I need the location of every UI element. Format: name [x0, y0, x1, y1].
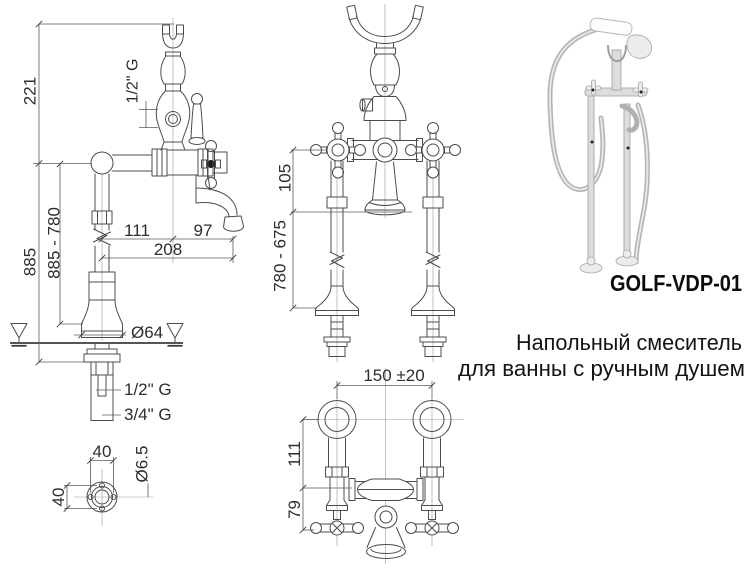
photo-spout [619, 103, 640, 133]
cross-handle [310, 520, 364, 536]
floor-level-icon [166, 323, 184, 347]
front-view-drawing: 105 780 - 675 [271, 4, 461, 362]
top-view-drawing: 150 ±20 [285, 366, 464, 564]
flange-detail-drawing: 40 40 Ø6.5 [49, 442, 153, 526]
dim-top-section-height: 221 [21, 77, 40, 105]
photo-handshower-head [626, 34, 653, 59]
dim-adjustable-height: 885 - 780 [45, 207, 64, 279]
dim-spout-reach: 97 [194, 221, 213, 240]
dim-total-reach: 208 [154, 240, 182, 259]
dim-base-diameter: Ø64 [131, 323, 163, 342]
product-photo [547, 17, 653, 274]
dim-wall-to-body: 111 [285, 441, 304, 467]
product-code: GOLF-VDP-01 [610, 270, 742, 296]
dim-connection-centers: 150 ±20 [363, 366, 424, 385]
cross-handle [405, 520, 459, 536]
side-view-drawing: 1/2" G [10, 18, 245, 424]
dim-hose-outlet-thread: 1/2" G [125, 59, 142, 104]
dim-inlet-thread-small: 1/2" G [124, 380, 172, 399]
photo-left-leg [587, 91, 595, 265]
photo-right-leg [623, 103, 631, 261]
product-description-line1: Напольный смеситель [516, 330, 742, 355]
floor-level-icon [10, 323, 28, 347]
dim-bolt-spacing-horizontal: 40 [93, 442, 112, 461]
dim-bolt-spacing-vertical: 40 [49, 488, 68, 507]
product-description-line2: для ванны с ручным душем [458, 356, 745, 381]
dim-spout-height: 105 [276, 164, 295, 192]
dim-floor-to-body-height: 885 [21, 248, 40, 276]
cross-handle [405, 122, 461, 179]
dim-spout-offset: 111 [124, 221, 150, 240]
photo-handshower-grip [589, 17, 633, 36]
dim-inlet-thread-large: 3/4" G [124, 405, 172, 424]
dim-body-to-handle: 79 [285, 500, 304, 519]
dim-bolt-hole-diameter: Ø6.5 [133, 446, 152, 483]
dim-leg-height-range: 780 - 675 [271, 220, 290, 292]
